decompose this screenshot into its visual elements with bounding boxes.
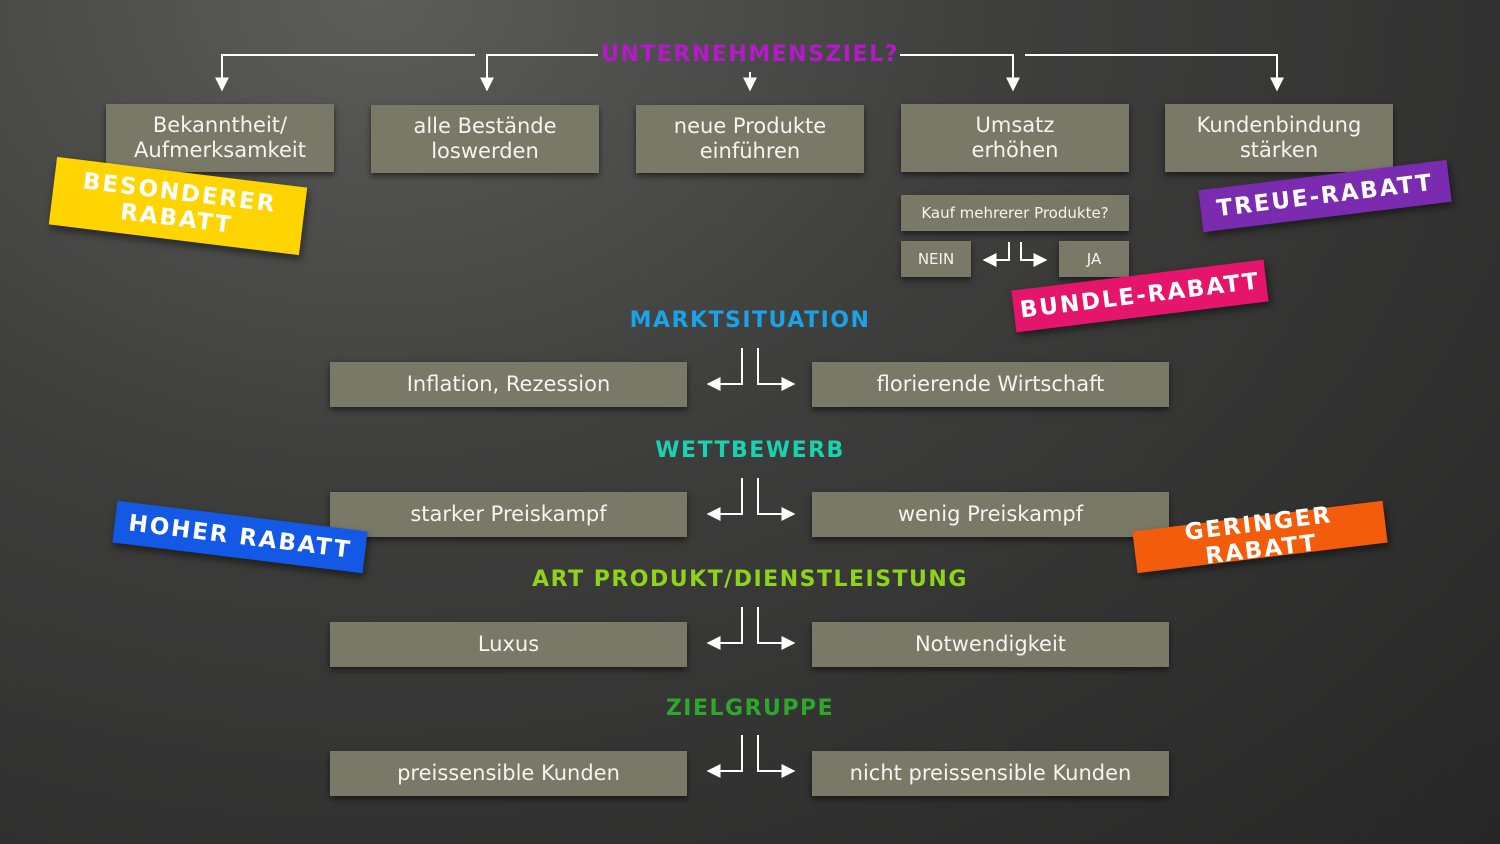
goal-branch-right-arrow (900, 54, 1020, 92)
competition-heading: WETTBEWERB (655, 438, 845, 463)
goal-branch-right2-arrow (1025, 54, 1284, 92)
product-left-arrow (706, 607, 743, 650)
audience-left-arrow (706, 735, 743, 778)
audience-right-box: nicht preissensible Kunden (812, 751, 1169, 796)
audience-heading: ZIELGRUPPE (665, 696, 835, 721)
product-right-box: Notwendigkeit (812, 622, 1169, 667)
no-arrow (982, 242, 1010, 267)
bundle-no-box: NEIN (901, 241, 971, 277)
competition-right-box: wenig Preiskampf (812, 492, 1169, 537)
yes-arrow (1020, 242, 1048, 267)
competition-right-arrow (757, 478, 796, 521)
bundle-yes-box: JA (1059, 241, 1129, 277)
market-left-box: Inflation, Rezession (330, 362, 687, 407)
market-right-arrow (757, 348, 796, 391)
audience-right-arrow (757, 735, 796, 778)
goal-heading: UNTERNEHMENSZIEL? (601, 42, 899, 67)
goal-branch-left2-arrow (480, 54, 598, 92)
competition-left-box: starker Preiskampf (330, 492, 687, 537)
market-right-box: florierende Wirtschaft (812, 362, 1169, 407)
market-heading: MARKTSITUATION (629, 308, 871, 333)
product-right-arrow (757, 607, 796, 650)
competition-left-arrow (706, 478, 743, 521)
product-heading: ART PRODUKT/DIENSTLEISTUNG (532, 567, 968, 592)
goal-option-awareness: Bekanntheit/Aufmerksamkeit (106, 104, 334, 172)
product-left-box: Luxus (330, 622, 687, 667)
bundle-question: Kauf mehrerer Produkte? (901, 195, 1129, 231)
goal-branch-left-arrow (215, 54, 475, 92)
audience-left-box: preissensible Kunden (330, 751, 687, 796)
market-left-arrow (706, 348, 743, 391)
